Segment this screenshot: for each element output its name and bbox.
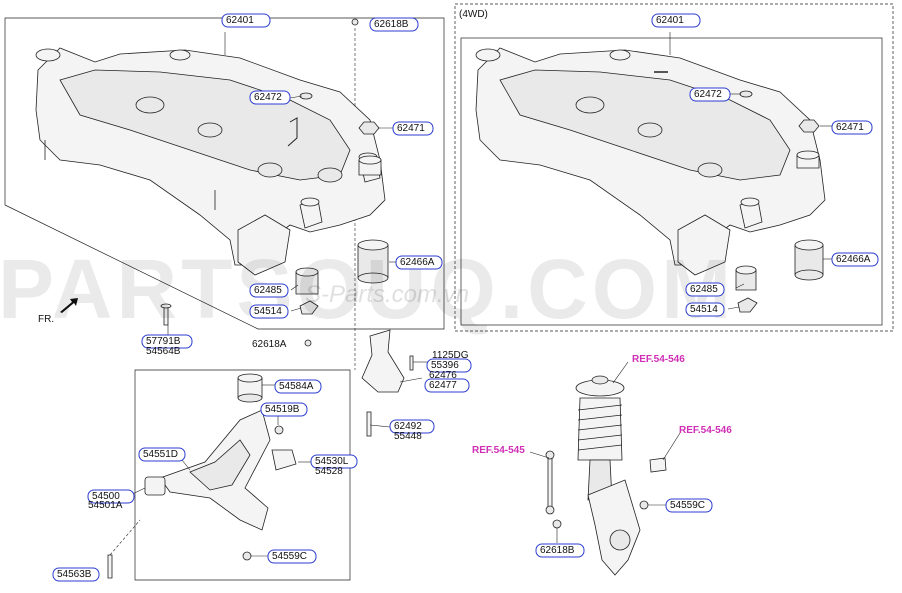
right-small-parts	[735, 90, 824, 313]
left-callout-62472[interactable]: 62472	[254, 92, 282, 103]
left-callout-54530l[interactable]: 54530L	[315, 456, 349, 467]
left-subframe-frame	[4, 17, 445, 330]
right-callout-54559c-outline	[665, 498, 713, 513]
left-callout-62466a-outline	[395, 255, 443, 270]
right-callout-62466a-outline	[831, 252, 879, 267]
left-callout-54519b-outline	[260, 402, 308, 417]
left-callout-54500[interactable]: 54500	[92, 491, 120, 502]
left-callout-62476[interactable]: 62476	[429, 370, 457, 381]
left-callout-55396[interactable]: 55396	[431, 360, 459, 371]
right-callout-54559c[interactable]: 54559C	[670, 500, 705, 511]
right-callout-62618b[interactable]: 62618B	[540, 545, 575, 556]
left-callout-54519b[interactable]: 54519B	[265, 404, 300, 415]
right-callout-62471[interactable]: 62471	[836, 122, 864, 133]
left-callout-62618b[interactable]: 62618B	[374, 19, 409, 30]
left-callout-62485[interactable]: 62485	[254, 285, 282, 296]
left-callout-62471[interactable]: 62471	[397, 123, 425, 134]
left-callout-57791b[interactable]: 57791B	[146, 336, 181, 347]
left-callout-62618a[interactable]: 62618A	[252, 339, 287, 350]
left-callout-62618b-outline	[369, 17, 419, 32]
right-callout-54514-outline	[685, 302, 725, 317]
left-callout-54530l-outline	[310, 454, 358, 469]
right-callout-62485[interactable]: 62485	[690, 284, 718, 295]
4wd-outer-frame	[454, 3, 894, 332]
left-small-parts	[160, 18, 389, 347]
right-callout-62401-outline	[651, 13, 701, 28]
right-callout-62471-outline	[831, 120, 873, 135]
left-callout-54584a-outline	[274, 379, 322, 394]
strut-assembly-drawing	[545, 375, 667, 576]
right-callout-62466a[interactable]: 62466A	[836, 254, 871, 265]
left-callout-57791b-outline	[141, 334, 193, 349]
left-callout-54559c[interactable]: 54559C	[272, 551, 307, 562]
lower-control-arm-drawing	[107, 373, 297, 579]
reference-link-1[interactable]: REF.54-546	[632, 354, 685, 365]
left-callout-54563b[interactable]: 54563B	[57, 569, 92, 580]
watermark-main: PARTSOUQ.COM	[0, 242, 735, 336]
left-callout-54551d[interactable]: 54551D	[143, 449, 178, 460]
left-callout-54514[interactable]: 54514	[254, 306, 282, 317]
right-callout-62472-outline	[689, 87, 731, 102]
left-callout-62485-outline	[249, 283, 289, 298]
watermark-sub: S-Parts.com.vn	[305, 281, 469, 308]
left-callout-62401[interactable]: 62401	[226, 15, 254, 26]
left-callout-55448[interactable]: 55448	[394, 431, 422, 442]
4wd-inner-frame	[460, 37, 883, 326]
lower-arm-frame	[134, 369, 351, 581]
variant-label: (4WD)	[459, 9, 488, 20]
left-callout-62472-outline	[249, 90, 291, 105]
left-callout-54559c-outline	[267, 549, 317, 564]
right-callouts: 62401 62472 62471 62466A 62485 54514 54559C 626…	[535, 13, 879, 558]
right-callout-62401[interactable]: 62401	[656, 15, 684, 26]
left-callout-54528[interactable]: 54528	[315, 466, 343, 477]
left-callout-62471-outline	[392, 121, 434, 136]
right-callout-62472[interactable]: 62472	[694, 89, 722, 100]
left-callout-62401-outline	[221, 13, 271, 28]
left-callout-54564b[interactable]: 54564B	[146, 346, 181, 357]
left-callout-62466a[interactable]: 62466A	[400, 257, 435, 268]
right-subframe-drawing	[475, 47, 826, 276]
left-callout-62492-outline	[389, 419, 435, 434]
reference-link-2[interactable]: REF.54-545	[472, 445, 525, 456]
left-callout-62492[interactable]: 62492	[394, 421, 422, 432]
center-bracket-drawing	[361, 329, 414, 437]
left-callout-54584a[interactable]: 54584A	[279, 381, 314, 392]
front-direction-label: FR.	[38, 314, 54, 325]
left-callout-62477[interactable]: 62477	[429, 380, 457, 391]
front-arrow-icon	[60, 298, 78, 313]
left-callout-54551d-outline	[138, 447, 186, 462]
right-callout-62618b-outline	[535, 543, 585, 558]
left-callout-54500-outline	[87, 489, 135, 504]
left-callout-54514-outline	[249, 304, 289, 319]
leader-lines	[123, 32, 834, 557]
right-callout-54514[interactable]: 54514	[690, 304, 718, 315]
left-callouts: 62401 62618B 62472 62471 62466A 62485 54514 626…	[52, 13, 472, 582]
left-subframe-drawing	[35, 47, 386, 276]
left-callout-54563b-outline	[52, 567, 100, 582]
right-callout-62485-outline	[685, 282, 725, 297]
left-callout-55396-outline	[426, 358, 472, 373]
left-callout-62477-outline	[424, 378, 470, 393]
left-callout-54501a[interactable]: 54501A	[88, 500, 123, 511]
reference-link-3[interactable]: REF.54-546	[679, 425, 732, 436]
left-callout-1125dg[interactable]: 1125DG	[432, 350, 469, 361]
